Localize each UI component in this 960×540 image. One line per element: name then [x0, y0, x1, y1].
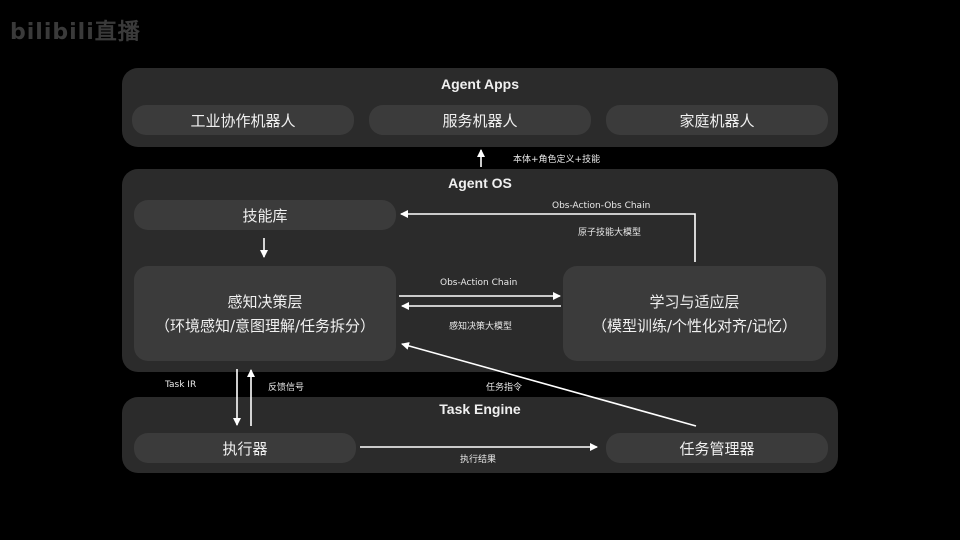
- app-home-robot: 家庭机器人: [606, 105, 828, 135]
- learning-subtitle: （模型训练/个性化对齐/记忆）: [591, 316, 798, 335]
- task-manager: 任务管理器: [606, 433, 828, 463]
- perception-title: 感知决策层: [227, 292, 303, 311]
- agent-apps-title: Agent Apps: [440, 76, 520, 92]
- label-obs-action-chain: Obs-Action Chain: [440, 278, 518, 288]
- agent-os-title: Agent OS: [448, 175, 512, 191]
- learning-adaptation-layer: 学习与适应层 （模型训练/个性化对齐/记忆）: [563, 266, 826, 361]
- label-os-to-apps: 本体+角色定义+技能: [513, 155, 601, 165]
- executor: 执行器: [134, 433, 356, 463]
- label-task-command: 任务指令: [486, 383, 523, 393]
- label-perception-model: 感知决策大模型: [449, 322, 513, 332]
- perception-subtitle: （环境感知/意图理解/任务拆分）: [154, 316, 376, 335]
- perception-decision-layer: 感知决策层 （环境感知/意图理解/任务拆分）: [134, 266, 396, 361]
- bilibili-live-watermark: bilibili直播: [10, 20, 141, 45]
- skill-library: 技能库: [134, 200, 396, 230]
- label-task-ir: Task IR: [165, 380, 197, 390]
- label-feedback: 反馈信号: [268, 383, 305, 393]
- task-engine-title: Task Engine: [439, 401, 521, 417]
- label-exec-result: 执行结果: [460, 455, 497, 465]
- app-service-robot: 服务机器人: [369, 105, 591, 135]
- learning-title: 学习与适应层: [649, 292, 740, 311]
- app-industrial-robot: 工业协作机器人: [132, 105, 354, 135]
- label-obs-action-obs-chain: Obs-Action-Obs Chain: [552, 201, 651, 211]
- label-atomic-skill-model: 原子技能大模型: [578, 228, 642, 238]
